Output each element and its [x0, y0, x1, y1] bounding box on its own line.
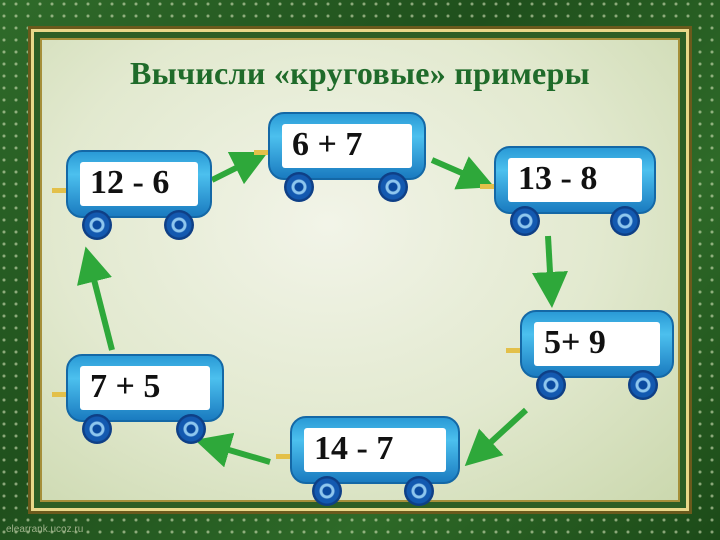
wagon-panel: 5+ 9	[534, 322, 660, 366]
wagon-panel: 14 - 7	[304, 428, 446, 472]
wagon-hitch	[506, 348, 522, 353]
wagon-label: 14 - 7	[314, 430, 394, 467]
wagon-body: 14 - 7	[290, 416, 460, 484]
wagon-hitch	[480, 184, 496, 189]
wagon-body: 12 - 6	[66, 150, 212, 218]
wagon-panel: 13 - 8	[508, 158, 642, 202]
wheel-icon	[312, 476, 342, 506]
wagon-3: 13 - 8	[480, 146, 656, 238]
wagon-1: 12 - 6	[52, 150, 212, 242]
wagon-6: 7 + 5	[52, 354, 224, 446]
wagon-body: 7 + 5	[66, 354, 224, 422]
wheel-icon	[628, 370, 658, 400]
wagon-hitch	[52, 188, 68, 193]
arrow-2-to-3	[430, 156, 495, 190]
wagon-hitch	[276, 454, 292, 459]
wagon-label: 6 + 7	[292, 126, 363, 163]
wagon-body: 13 - 8	[494, 146, 656, 214]
wagon-label: 7 + 5	[90, 368, 161, 405]
slide-title: Вычисли «круговые» примеры	[130, 55, 590, 91]
wheel-icon	[176, 414, 206, 444]
wagon-panel: 7 + 5	[80, 366, 210, 410]
wagon-2: 6 + 7	[254, 112, 426, 204]
wheel-icon	[82, 414, 112, 444]
wagon-4: 5+ 9	[506, 310, 674, 402]
wheel-icon	[284, 172, 314, 202]
arrow-5-to-6	[194, 432, 271, 468]
wheel-icon	[378, 172, 408, 202]
wagon-panel: 6 + 7	[282, 124, 412, 168]
wagon-hitch	[254, 150, 270, 155]
watermark: elearrank.ucoz.ru	[6, 524, 84, 535]
wagon-5: 14 - 7	[276, 416, 460, 508]
wagon-panel: 12 - 6	[80, 162, 198, 206]
wheel-icon	[610, 206, 640, 236]
wagon-label: 5+ 9	[544, 324, 606, 361]
wagon-label: 12 - 6	[90, 164, 170, 201]
wagon-body: 5+ 9	[520, 310, 674, 378]
wheel-icon	[536, 370, 566, 400]
wagon-label: 13 - 8	[518, 160, 598, 197]
arrow-3-to-4	[532, 235, 568, 308]
arrow-1-to-2	[210, 151, 269, 185]
arrow-6-to-1	[77, 246, 115, 351]
wheel-icon	[510, 206, 540, 236]
wheel-icon	[404, 476, 434, 506]
wheel-icon	[164, 210, 194, 240]
wagon-hitch	[52, 392, 68, 397]
arrow-4-to-5	[464, 407, 529, 467]
wheel-icon	[82, 210, 112, 240]
wagon-body: 6 + 7	[268, 112, 426, 180]
